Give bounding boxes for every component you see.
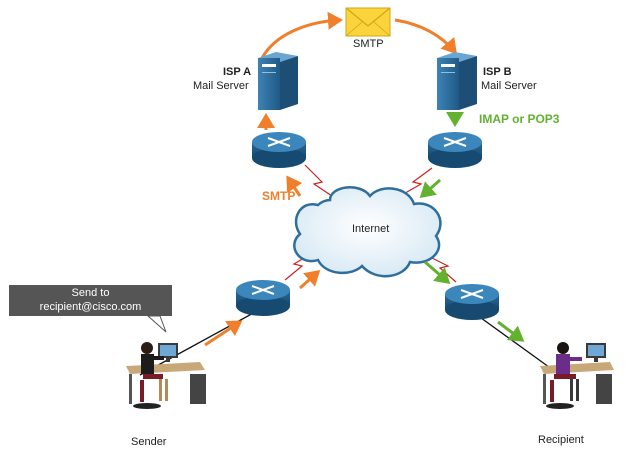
arrow-router-b-to-cloud (419, 178, 441, 198)
imap-flow-arrows (419, 112, 525, 342)
arrow-cloud-to-router-a (286, 175, 303, 197)
arrow-cloud-to-router-right (424, 260, 451, 284)
smtp-left-label: SMTP (262, 189, 296, 203)
recipient-link (469, 309, 561, 376)
send-to-callout: Send to recipient@cisco.com (9, 285, 172, 316)
mail-server-icon-b (437, 52, 477, 110)
smtp-flow-arrows (204, 113, 321, 347)
network-links (139, 304, 561, 376)
mail-server-icon-a (258, 52, 298, 110)
recipient-label: Recipient (538, 434, 584, 446)
envelope-icon (345, 7, 391, 37)
user-workstation-icon-sender (126, 342, 206, 409)
router-icon-recipient (445, 284, 499, 320)
callout-line-2: recipient@cisco.com (39, 301, 142, 313)
callout-line-1: Send to (71, 287, 110, 299)
callout-pointer (146, 315, 167, 333)
isp-a-sub-label: Mail Server (193, 80, 249, 92)
arrow-sender-to-router (204, 320, 243, 347)
serial-link-left-top (304, 164, 336, 199)
internet-label: Internet (352, 223, 390, 235)
arrow-router-to-cloud (299, 270, 321, 290)
arrow-router-to-recipient (497, 320, 525, 342)
router-icon-isp-a (252, 132, 306, 168)
sender-label: Sender (131, 436, 167, 448)
isp-b-label: ISP B (483, 66, 512, 78)
router-icon-sender (236, 280, 290, 316)
router-icon-isp-b (428, 132, 482, 168)
sender-link (139, 304, 269, 376)
cloud-icon (293, 186, 442, 278)
imap-pop3-label: IMAP or POP3 (479, 112, 560, 126)
smtp-top-label: SMTP (353, 38, 384, 50)
serial-link-right-top (399, 167, 433, 197)
isp-a-label: ISP A (223, 66, 252, 78)
user-workstation-icon-recipient (540, 342, 614, 409)
isp-b-sub-label: Mail Server (481, 80, 537, 92)
smtp-arc (260, 11, 457, 59)
